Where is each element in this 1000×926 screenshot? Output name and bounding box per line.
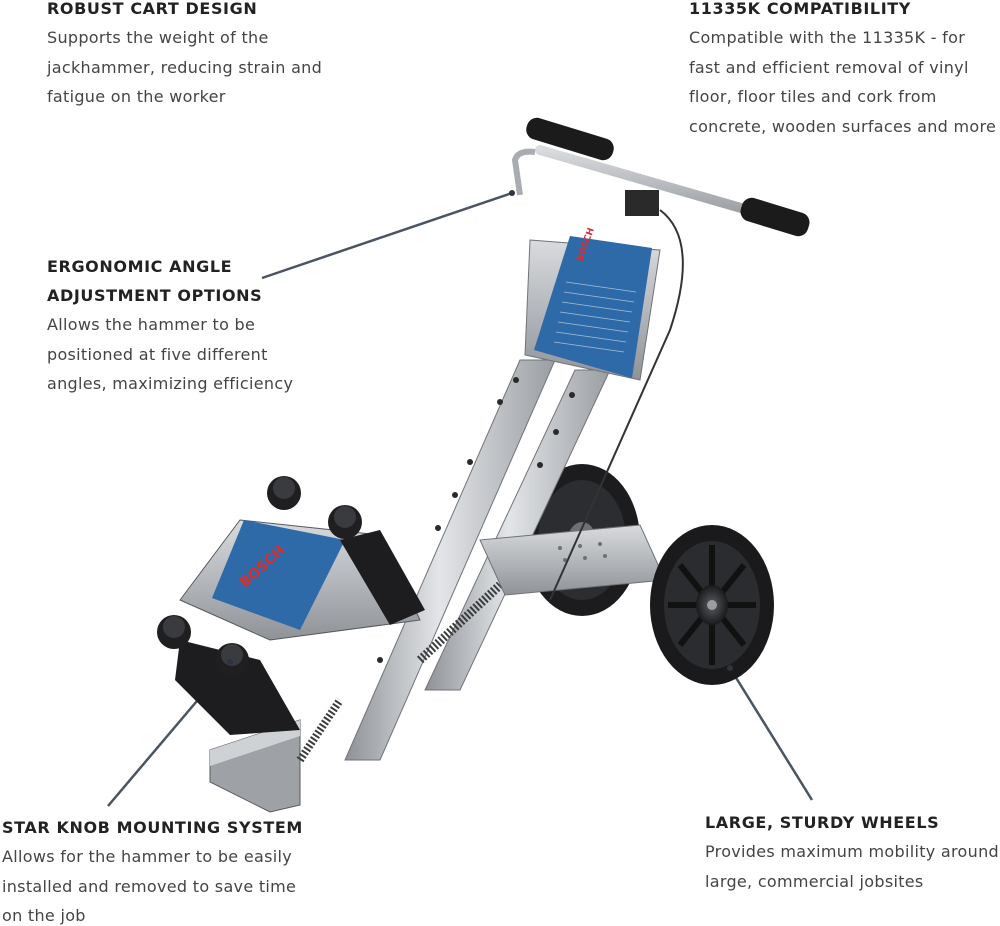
callout-text-line: positioned at five different	[47, 344, 268, 364]
star-knob-icon	[157, 615, 191, 649]
callout-text-line: Provides maximum mobility around	[705, 842, 999, 861]
star-knob-icon	[267, 476, 301, 510]
callout-title: ROBUST CART DESIGN	[47, 0, 258, 18]
leader-line-wheels	[728, 667, 814, 801]
cart-handle	[511, 117, 810, 601]
callout-text-line: Allows for the hammer to be easily	[2, 847, 292, 866]
callout-title: ERGONOMIC ANGLE	[47, 257, 233, 276]
callout-text-line: Compatible with the 11335K - for	[689, 28, 966, 47]
callout-large-sturdy-wheels: LARGE, STURDY WHEELS Provides maximum mo…	[705, 808, 1000, 896]
leader-line-ergonomic	[261, 191, 513, 280]
upper-warning-label: BOSCH	[534, 227, 652, 378]
callout-text-line: fatigue on the worker	[47, 87, 226, 106]
callout-11335k-compatibility: 11335K COMPATIBILITY Compatible with the…	[689, 0, 1000, 141]
callout-text-line: Allows the hammer to be	[47, 315, 256, 334]
callout-text-line: on the job	[2, 906, 86, 925]
callout-text-line: fast and efficient removal of vinyl	[689, 57, 969, 77]
callout-ergonomic-angle: ERGONOMIC ANGLE ADJUSTMENT OPTIONS Allow…	[47, 252, 307, 399]
star-knob-icon	[328, 505, 362, 539]
callout-text-line: large, commercial jobsites	[705, 871, 924, 891]
callout-title: ADJUSTMENT OPTIONS	[47, 286, 263, 305]
callout-title: 11335K COMPATIBILITY	[689, 0, 911, 18]
hammer-mount: BOSCH	[157, 476, 425, 735]
callout-text-line: Supports the weight of the	[47, 28, 269, 47]
callout-title: STAR KNOB MOUNTING SYSTEM	[2, 818, 303, 837]
callout-text-line: concrete, wooden surfaces and more	[689, 116, 997, 136]
callout-star-knob-mounting: STAR KNOB MOUNTING SYSTEM Allows for the…	[2, 813, 312, 926]
callout-robust-cart-design: ROBUST CART DESIGN Supports the weight o…	[47, 0, 347, 112]
callout-text-line: jackhammer, reducing strain and	[47, 57, 323, 77]
callout-text-line: angles, maximizing efficiency	[47, 374, 294, 393]
callout-text-line: installed and removed to save time	[2, 876, 297, 896]
front-wheel	[650, 525, 774, 685]
callout-markers	[227, 190, 733, 671]
callout-title: LARGE, STURDY WHEELS	[705, 813, 940, 832]
callout-text-line: floor, floor tiles and cork from	[689, 87, 937, 106]
